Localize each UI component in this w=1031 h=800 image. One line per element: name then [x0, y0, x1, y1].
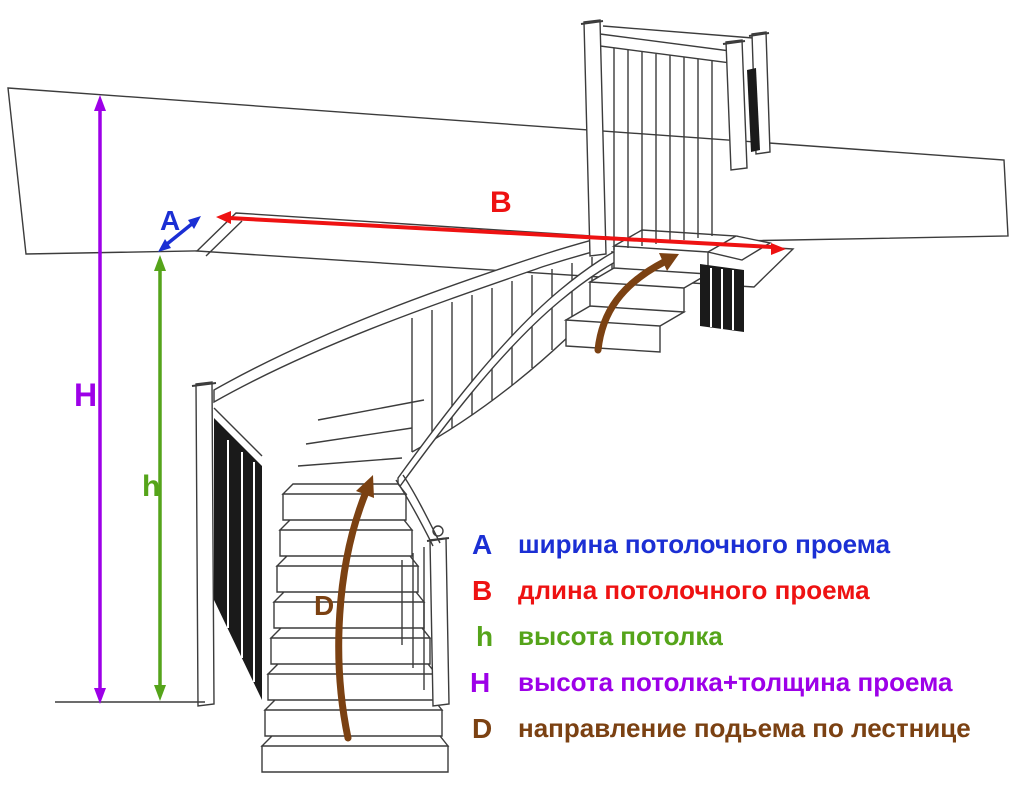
dimension-label-A: A	[160, 205, 180, 236]
upper-far-handrail	[602, 25, 754, 39]
upper-railing-left-post	[583, 19, 607, 257]
dimension-label-D: D	[314, 590, 334, 621]
arrow-shaft	[335, 488, 370, 742]
upper-flight-baluster-slits	[710, 268, 734, 330]
left-handrail-line	[213, 407, 263, 457]
ceiling-slab	[7, 87, 1009, 255]
left-baluster-slits	[227, 440, 255, 682]
right-newel-post	[429, 537, 450, 707]
total-height-arrow-H	[94, 95, 106, 704]
opening-width-arrow-A	[158, 216, 201, 252]
post-caps	[191, 20, 770, 542]
upper-balusters	[613, 48, 713, 250]
right-handrail-lines	[395, 474, 441, 547]
opening-length-arrow-B	[216, 211, 786, 255]
left-newel-post	[195, 381, 215, 707]
legend-letter-d: D	[472, 713, 492, 744]
arrow-head-icon	[158, 239, 171, 252]
arrow-shaft	[228, 216, 773, 249]
legend-letter-b: B	[472, 575, 492, 606]
legend-letter-h: h	[476, 621, 493, 652]
arrow-head-icon	[771, 243, 786, 255]
dimension-label-H: H	[74, 377, 97, 413]
direction-arrow-upper	[594, 253, 679, 354]
upper-handrail	[599, 33, 739, 65]
legend-label-a: ширина потолочного проема	[518, 529, 891, 559]
arrow-shaft	[594, 258, 668, 354]
arrow-head-icon	[356, 475, 374, 498]
legend-label-d: направление подьема по лестнице	[518, 713, 971, 743]
left-baluster-panel	[214, 418, 262, 700]
arrow-head-down-icon	[94, 688, 106, 704]
arrow-head-icon	[216, 211, 231, 224]
ceiling-opening-inner-edge	[205, 220, 243, 257]
upper-railing-dark-balusters	[747, 68, 760, 152]
staircase	[55, 19, 772, 773]
arrow-head-up-icon	[94, 95, 106, 111]
direction-arrow-lower	[335, 475, 374, 742]
dimension-label-h: h	[142, 470, 160, 503]
winder-tread-lines	[297, 399, 425, 467]
legend-label-H: высота потолка+толщина проема	[518, 667, 953, 697]
legend-label-h: высота потолка	[518, 621, 723, 651]
arrow-head-down-icon	[154, 685, 166, 701]
arrow-head-icon	[659, 253, 679, 271]
legend: A ширина потолочного проема B длина пото…	[470, 529, 971, 744]
arrow-head-icon	[188, 216, 201, 229]
lower-right-balusters	[401, 547, 425, 690]
arrow-head-up-icon	[154, 255, 166, 271]
legend-label-b: длина потолочного проема	[518, 575, 870, 605]
legend-letter-H: H	[470, 667, 490, 698]
arrow-shaft	[165, 221, 195, 246]
dimension-label-B: B	[490, 186, 512, 219]
upper-railing-right-post	[725, 39, 748, 171]
legend-letter-a: A	[472, 529, 492, 560]
ceiling-height-arrow-h	[154, 255, 166, 701]
